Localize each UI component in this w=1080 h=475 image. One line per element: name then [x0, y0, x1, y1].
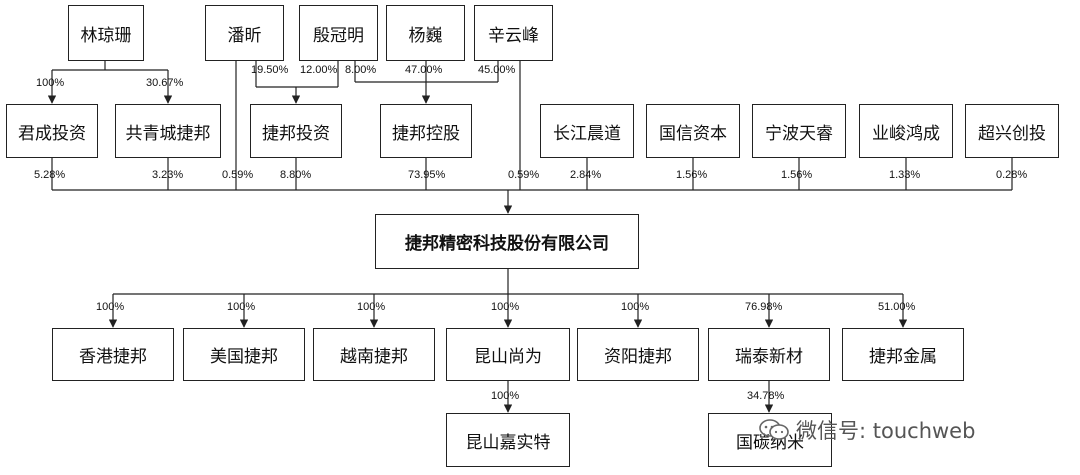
pct-xin-main: 0.59%	[508, 169, 540, 181]
watermark-text: 微信号: touchweb	[796, 419, 976, 443]
entity-juncheng: 君成投资	[6, 104, 98, 158]
pct-sub-ziyang: 100%	[621, 301, 650, 313]
pct-gongqing-main: 3.23%	[152, 169, 184, 181]
wechat-icon	[759, 419, 789, 440]
entity-changjiang: 长江晨道	[540, 104, 634, 158]
sub-ruitai: 瑞泰新材	[708, 328, 830, 381]
pct-lin-gongqing: 30.67%	[146, 77, 184, 89]
pct-pan-main: 0.59%	[222, 169, 254, 181]
pct-xin-holding: 45.00%	[478, 64, 516, 76]
pct-pan-invest: 19.50%	[251, 64, 289, 76]
entity-jiebang-invest: 捷邦投资	[250, 104, 342, 158]
sub-kunshan-shangwei: 昆山尚为	[446, 328, 570, 381]
shareholder-yin: 殷冠明	[299, 5, 378, 61]
entity-jiebang-holding: 捷邦控股	[380, 104, 472, 158]
shareholder-xin: 辛云峰	[474, 5, 553, 61]
pct-sub-metal: 51.00%	[878, 301, 916, 313]
pct-guotan: 34.78%	[747, 390, 785, 402]
pct-chaoxing-main: 0.28%	[996, 169, 1028, 181]
pct-sub-ruitai: 76.98%	[745, 301, 783, 313]
pct-yejun-main: 1.33%	[889, 169, 921, 181]
pct-jiebang-invest-main: 8.80%	[280, 169, 312, 181]
sub-kunshan-jiashi: 昆山嘉实特	[446, 413, 570, 467]
pct-jiebang-holding-main: 73.95%	[408, 169, 446, 181]
entity-gongqing: 共青城捷邦	[115, 104, 221, 158]
pct-sub-hongkong: 100%	[96, 301, 125, 313]
pct-sub-kunshan-shangwei: 100%	[491, 301, 520, 313]
pct-yin-holding: 8.00%	[345, 64, 377, 76]
main-company: 捷邦精密科技股份有限公司	[375, 214, 639, 269]
watermark: 微信号: touchweb	[758, 414, 1058, 446]
entity-yejun: 业峻鸿成	[859, 104, 953, 158]
sub-guotan: 国碳纳米	[708, 413, 832, 467]
shareholder-yang: 杨巍	[386, 5, 465, 61]
sub-hongkong: 香港捷邦	[52, 328, 174, 381]
entity-chaoxing: 超兴创投	[965, 104, 1059, 158]
sub-vietnam: 越南捷邦	[313, 328, 435, 381]
pct-lin-juncheng: 100%	[36, 77, 65, 89]
pct-guoxin-main: 1.56%	[676, 169, 708, 181]
pct-changjiang-main: 2.84%	[570, 169, 602, 181]
shareholder-pan: 潘昕	[205, 5, 284, 61]
entity-guoxin: 国信资本	[646, 104, 740, 158]
sub-usa: 美国捷邦	[183, 328, 305, 381]
pct-sub-usa: 100%	[227, 301, 256, 313]
pct-juncheng-main: 5.28%	[34, 169, 66, 181]
pct-yang-holding: 47.00%	[405, 64, 443, 76]
pct-sub-vietnam: 100%	[357, 301, 386, 313]
shareholder-lin: 林琼珊	[68, 5, 144, 61]
pct-ningbo-main: 1.56%	[781, 169, 813, 181]
sub-ziyang: 资阳捷邦	[577, 328, 699, 381]
sub-metal: 捷邦金属	[842, 328, 964, 381]
pct-kunshan-jiashi: 100%	[491, 390, 520, 402]
pct-yin-invest: 12.00%	[300, 64, 338, 76]
entity-ningbo: 宁波天睿	[752, 104, 846, 158]
